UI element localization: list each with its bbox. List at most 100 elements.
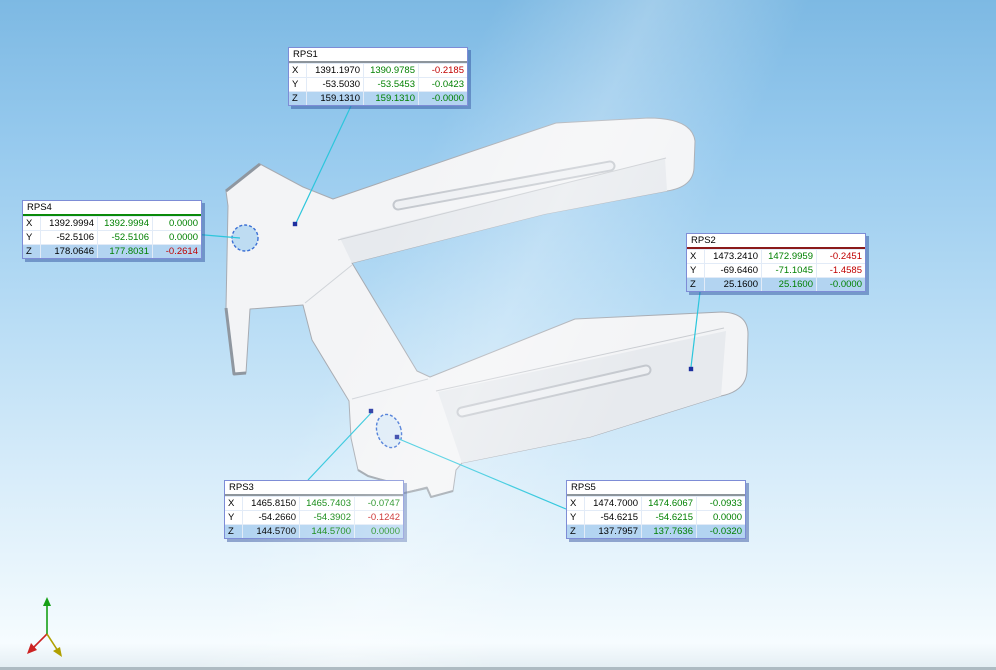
leader-line-RPS5: [398, 438, 567, 510]
axis-label: Y: [567, 510, 585, 525]
nominal-value: 1392.9994: [40, 216, 98, 231]
upper-arm-shading: [340, 158, 667, 263]
measure-point-RPS2[interactable]: [688, 366, 694, 372]
deviation-value: 0.0000: [354, 524, 403, 538]
axis-label: Y: [687, 263, 705, 278]
deviation-value: -0.0320: [696, 524, 745, 538]
deviation-value: -0.2185: [418, 63, 467, 78]
axis-label: X: [567, 496, 585, 511]
lower-arm-rib-face: [458, 366, 650, 416]
deviation-value: 0.0000: [696, 510, 745, 525]
nominal-value: 1474.7000: [584, 496, 642, 511]
deviation-value: -1.4585: [816, 263, 865, 278]
axis-label: X: [23, 216, 41, 231]
deviation-value: -0.2451: [816, 249, 865, 264]
axis-label: Y: [225, 510, 243, 525]
actual-value: 144.5700: [299, 524, 355, 538]
rps-label-title: RPS3: [225, 481, 403, 496]
deviation-value: -0.0423: [418, 77, 467, 92]
deviation-value: -0.0747: [354, 496, 403, 511]
orientation-triad[interactable]: [27, 597, 62, 657]
actual-value: -54.6215: [641, 510, 697, 525]
actual-value: 137.7636: [641, 524, 697, 538]
strip-upper-crease: [304, 264, 353, 304]
triad-left-axis: [31, 633, 48, 650]
axis-label: Y: [289, 77, 307, 92]
nominal-value: 1391.1970: [306, 63, 364, 78]
actual-value: 1474.6067: [641, 496, 697, 511]
nominal-value: 1465.8150: [242, 496, 300, 511]
lower-arm-shading: [438, 331, 726, 463]
triad-right-axis: [46, 633, 59, 652]
actual-value: 25.1600: [761, 277, 817, 291]
actual-value: 177.8031: [97, 244, 153, 258]
actual-value: -71.1045: [761, 263, 817, 278]
deviation-value: 0.0000: [152, 230, 201, 245]
deviation-value: -0.1242: [354, 510, 403, 525]
rps-label-title: RPS5: [567, 481, 745, 496]
nominal-value: -52.5106: [40, 230, 98, 245]
deviation-value: -0.0000: [418, 91, 467, 105]
nominal-value: 159.1310: [306, 91, 364, 105]
nominal-value: 178.0646: [40, 244, 98, 258]
axis-label: Z: [23, 244, 41, 258]
triad-right-arrowhead: [53, 647, 62, 657]
measure-point-RPS3[interactable]: [368, 408, 374, 414]
actual-value: 1390.9785: [363, 63, 419, 78]
strip-lower-crease: [351, 378, 429, 400]
actual-value: 159.1310: [363, 91, 419, 105]
upper-arm-rib-face: [394, 162, 614, 209]
flange-left-edge: [224, 307, 247, 376]
axis-row-Y: Y-53.5030-53.5453-0.0423: [289, 77, 467, 92]
deviation-value: -0.0933: [696, 496, 745, 511]
rps-label-title: RPS1: [289, 48, 467, 63]
axis-label: Z: [225, 524, 243, 538]
slot-hole-rps5[interactable]: [372, 411, 405, 451]
deviation-value: 0.0000: [152, 216, 201, 231]
nominal-value: 137.7957: [584, 524, 642, 538]
leader-line-RPS1: [295, 105, 352, 224]
nominal-value: 1473.2410: [704, 249, 762, 264]
axis-label: Y: [23, 230, 41, 245]
measure-point-RPS1[interactable]: [292, 221, 298, 227]
deviation-value: -0.2614: [152, 244, 201, 258]
measure-point-RPS5[interactable]: [394, 434, 400, 440]
lower-arm-fold-line: [435, 327, 725, 392]
upper-arm-fold-line: [337, 157, 667, 241]
axis-row-Y: Y-69.6460-71.1045-1.4585: [687, 263, 865, 278]
axis-label: Z: [289, 91, 307, 105]
axis-label: X: [225, 496, 243, 511]
nominal-value: 144.5700: [242, 524, 300, 538]
tab-top-edge: [225, 162, 261, 193]
axis-label: Z: [687, 277, 705, 291]
leader-line-RPS2: [690, 291, 701, 368]
leader-line-RPS3: [307, 411, 373, 481]
triad-left-arrowhead: [27, 643, 37, 654]
nominal-value: -54.2660: [242, 510, 300, 525]
rps-label-title: RPS4: [23, 201, 201, 216]
actual-value: -53.5453: [363, 77, 419, 92]
round-hole-rps4[interactable]: [231, 224, 259, 252]
